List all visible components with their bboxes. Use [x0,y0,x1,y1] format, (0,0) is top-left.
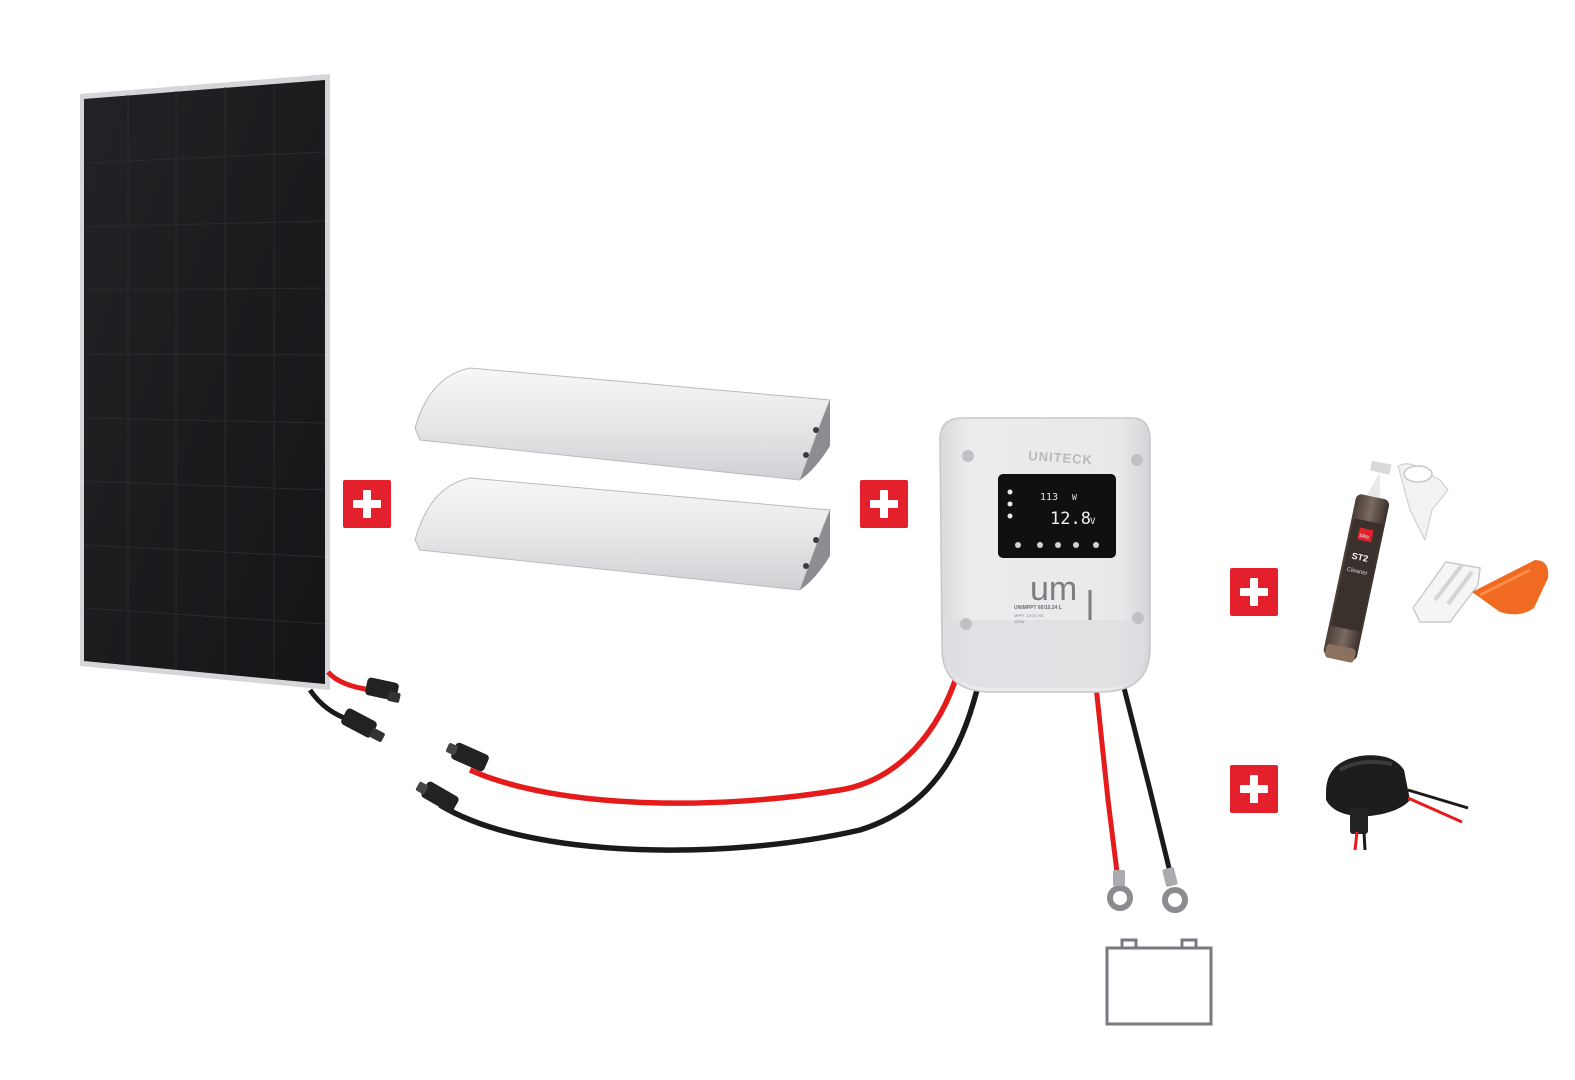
plus-icon [1230,568,1278,616]
cable-entry-cover [1412,561,1481,623]
mc4-connector-panel-red [365,677,401,703]
mc4-connector-cable-red [446,742,489,772]
battery-icon [1105,938,1213,1026]
controller-spec-1: MPPT 12/24 V/6 [1014,613,1044,618]
mppt-charge-controller: UNITECK 113 W 12.8 V um UNIMPPT 60/10.24… [939,417,1151,693]
plus-icon [860,480,908,528]
orange-spatula [1472,560,1549,615]
pv-extension-cables [415,671,983,853]
plus-icon [343,480,391,528]
controller-spec-2: 100W [1014,619,1025,624]
mounting-rail-bottom [414,477,831,591]
ring-terminal-red [1107,870,1133,911]
sealant-sub-label: Cleaner [1346,567,1368,577]
sealant-kit: ST2 Cleaner Sika [1323,460,1549,663]
sealant-label: ST2 [1351,551,1369,564]
controller-brand: UNITECK [1028,448,1094,467]
nozzle-tool [1397,463,1449,542]
panel-cell-grid [83,84,326,679]
controller-model: UNIMPPT 60/10.24 L [1014,605,1062,611]
mc4-connector-panel-black [341,708,385,742]
controller-display: 113 W 12.8 V [998,474,1116,558]
mc4-connector-cable-black [415,781,459,813]
ring-terminal-black [1162,867,1188,913]
sealant-tube: ST2 Cleaner Sika [1323,460,1392,663]
mounting-rail-top [414,367,831,481]
battery-cables [1093,679,1188,913]
display-power-unit: W [1072,493,1077,502]
plus-icon [1230,765,1278,813]
roof-cable-gland [1326,755,1469,851]
display-power-value: 113 [1040,492,1058,503]
solar-panel [80,74,401,742]
sealant-brand: Sika [1359,533,1370,541]
display-voltage-value: 12.8 [1050,509,1091,529]
display-voltage-unit: V [1090,517,1096,527]
display-buttons [1015,542,1099,548]
controller-logo: um [1030,570,1077,608]
